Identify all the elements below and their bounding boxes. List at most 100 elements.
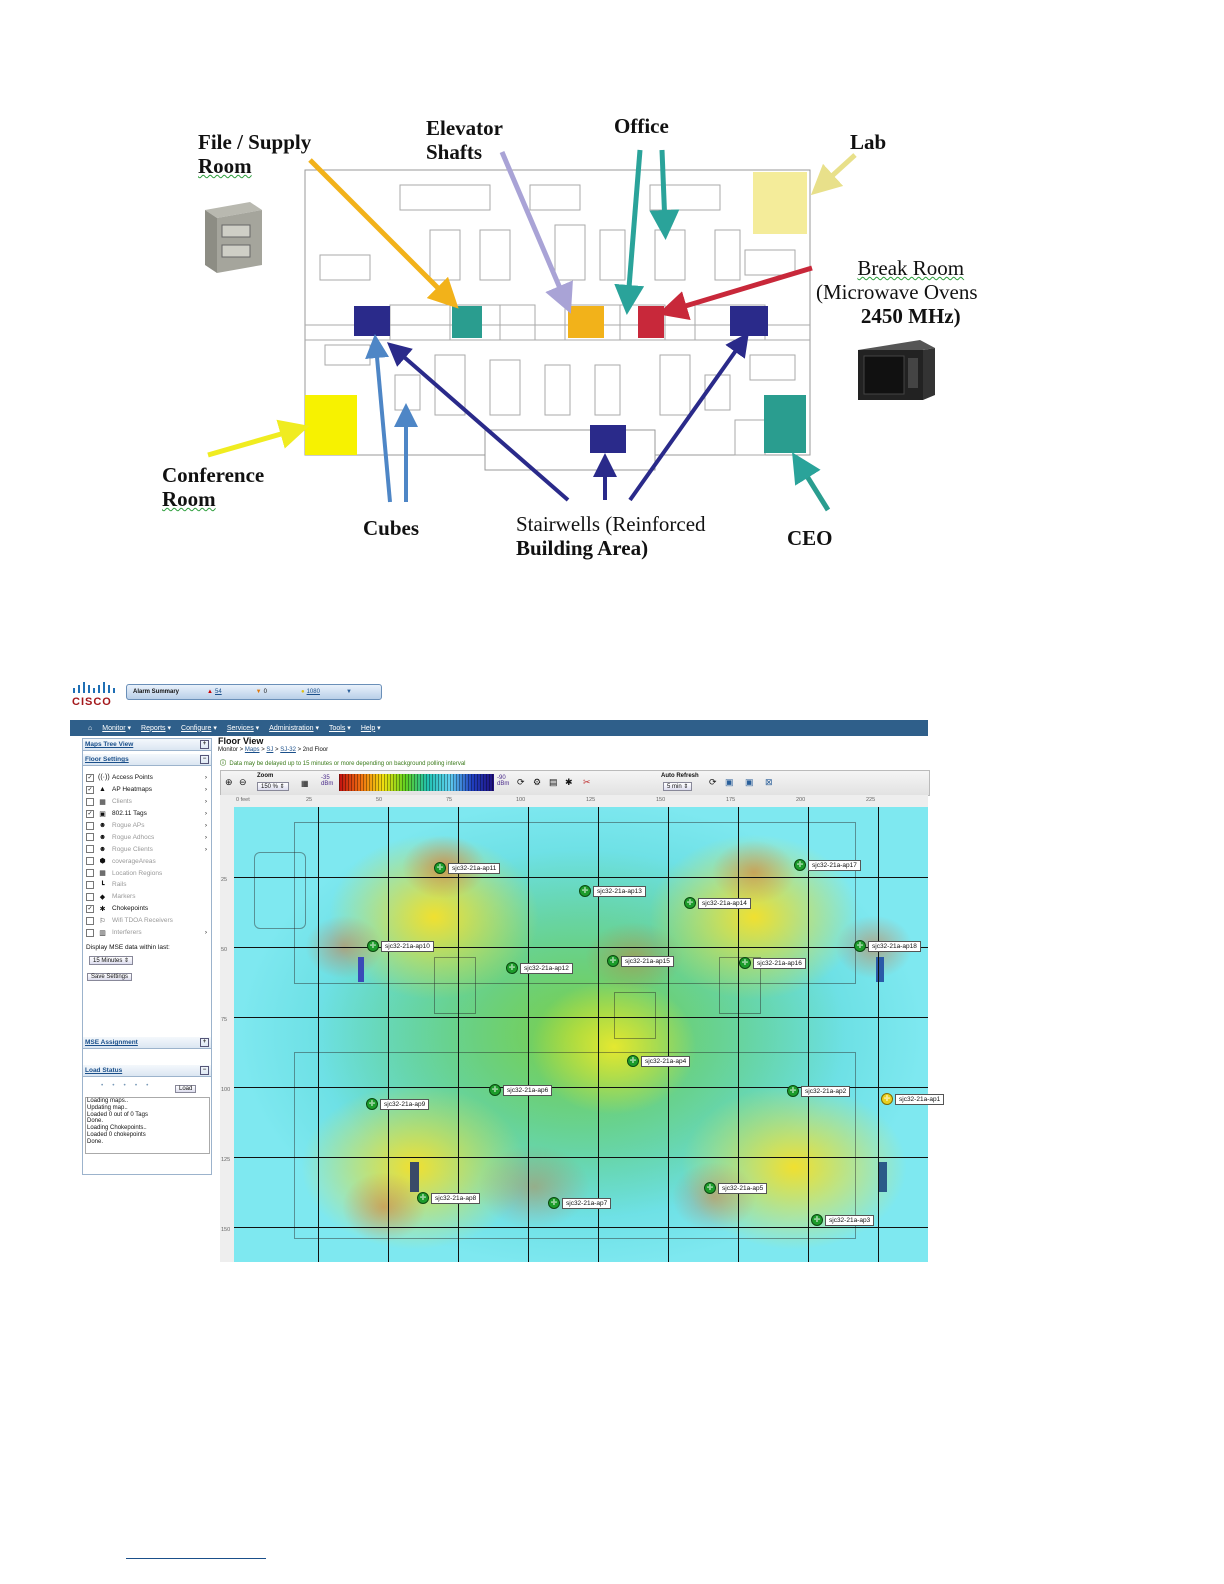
layout-icon[interactable]: ▣ [745, 777, 754, 787]
alarm-dropdown-icon[interactable]: ▼ [345, 689, 352, 695]
remove-icon[interactable]: ✂ [583, 777, 591, 787]
access-point-icon[interactable]: ✛ [787, 1085, 799, 1097]
access-point-icon[interactable]: ✛ [684, 897, 696, 909]
floor-setting-row[interactable]: ☻Rogue APs› [83, 820, 211, 832]
maps-tree-view-link[interactable]: Maps Tree View [85, 741, 134, 748]
crumb-maps[interactable]: Maps [244, 747, 260, 753]
plan-tool-icon[interactable]: ✱ [565, 777, 573, 787]
load-log[interactable]: Loading maps..Updating map..Loaded 0 out… [85, 1097, 210, 1154]
access-point-marker[interactable]: ✛sjc32-21a-ap10 [367, 940, 434, 952]
floor-setting-row[interactable]: ☻Rogue Clients› [83, 843, 211, 855]
access-point-marker[interactable]: ✛sjc32-21a-ap6 [489, 1084, 553, 1096]
floor-setting-checkbox[interactable] [86, 797, 94, 806]
access-point-marker[interactable]: ✛sjc32-21a-ap17 [794, 859, 861, 871]
chevron-right-icon[interactable]: › [204, 929, 207, 937]
access-point-marker[interactable]: ✛sjc32-21a-ap1 [881, 1093, 945, 1105]
access-point-icon[interactable]: ✛ [811, 1214, 823, 1226]
home-icon[interactable]: ⌂ [88, 724, 93, 732]
access-point-icon[interactable]: ✛ [607, 955, 619, 967]
refresh-map-icon[interactable]: ⟳ [517, 777, 525, 787]
access-point-marker[interactable]: ✛sjc32-21a-ap18 [854, 940, 921, 952]
access-point-label[interactable]: sjc32-21a-ap14 [698, 897, 751, 909]
crumb-sj[interactable]: SJ [266, 747, 274, 753]
menu-reports[interactable]: Reports [141, 724, 166, 732]
load-button[interactable]: Load [175, 1085, 197, 1093]
maps-tree-view-header[interactable]: Maps Tree View+ [83, 739, 211, 751]
chevron-right-icon[interactable]: › [204, 810, 207, 818]
auto-refresh-select[interactable]: 5 min ⇕ [663, 782, 693, 791]
alarm-summary-bar[interactable]: Alarm Summary ▲ 54 ▼ 0 ● 1080 ▼ [126, 684, 382, 700]
refresh-icon[interactable]: ⟳ [709, 777, 717, 787]
menu-tools[interactable]: Tools [329, 724, 346, 732]
chevron-right-icon[interactable]: › [204, 845, 207, 853]
access-point-icon[interactable]: ✛ [506, 962, 518, 974]
access-point-label[interactable]: sjc32-21a-ap18 [868, 940, 921, 952]
floor-setting-row[interactable]: ┗Rails [83, 879, 211, 891]
access-point-icon[interactable]: ✛ [739, 957, 751, 969]
access-point-label[interactable]: sjc32-21a-ap1 [895, 1093, 945, 1105]
floor-setting-checkbox[interactable] [86, 869, 94, 878]
access-point-icon[interactable]: ✛ [548, 1197, 560, 1209]
menu-services[interactable]: Services [226, 724, 254, 732]
access-point-label[interactable]: sjc32-21a-ap6 [503, 1084, 553, 1096]
floor-setting-checkbox[interactable]: ✓ [86, 773, 94, 782]
access-point-icon[interactable]: ✛ [579, 885, 591, 897]
access-point-marker[interactable]: ✛sjc32-21a-ap15 [607, 955, 674, 967]
access-point-label[interactable]: sjc32-21a-ap8 [431, 1192, 481, 1204]
access-point-marker[interactable]: ✛sjc32-21a-ap8 [417, 1192, 481, 1204]
access-point-icon[interactable]: ✛ [854, 940, 866, 952]
floor-setting-checkbox[interactable] [86, 916, 94, 925]
floor-settings-header[interactable]: Floor Settings− [83, 754, 211, 766]
print-icon[interactable]: ▤ [549, 777, 558, 787]
floor-heatmap[interactable]: ✛sjc32-21a-ap11✛sjc32-21a-ap17✛sjc32-21a… [234, 807, 945, 1262]
zoom-in-icon[interactable]: ⊕ [225, 777, 233, 787]
floor-setting-row[interactable]: ▦Clients› [83, 796, 211, 808]
floor-setting-row[interactable]: ▥Interferers› [83, 927, 211, 939]
access-point-label[interactable]: sjc32-21a-ap2 [801, 1085, 851, 1097]
access-point-marker[interactable]: ✛sjc32-21a-ap2 [787, 1085, 851, 1097]
access-point-icon[interactable]: ✛ [489, 1084, 501, 1096]
export-icon[interactable]: ⊠ [765, 777, 773, 787]
access-point-label[interactable]: sjc32-21a-ap10 [381, 940, 434, 952]
crumb-sj32[interactable]: SJ-32 [280, 747, 296, 753]
floor-setting-checkbox[interactable]: ✓ [86, 809, 94, 818]
access-point-marker[interactable]: ✛sjc32-21a-ap14 [684, 897, 751, 909]
floor-setting-checkbox[interactable] [86, 928, 94, 937]
chevron-right-icon[interactable]: › [204, 786, 207, 794]
access-point-icon[interactable]: ✛ [627, 1055, 639, 1067]
access-point-marker[interactable]: ✛sjc32-21a-ap3 [811, 1214, 875, 1226]
access-point-icon[interactable]: ✛ [367, 940, 379, 952]
access-point-icon[interactable]: ✛ [434, 862, 446, 874]
mse-assignment-header[interactable]: MSE Assignment+ [83, 1037, 211, 1049]
load-status-link[interactable]: Load Status [85, 1067, 123, 1074]
access-point-marker[interactable]: ✛sjc32-21a-ap4 [627, 1055, 691, 1067]
mse-assignment-link[interactable]: MSE Assignment [85, 1039, 138, 1046]
access-point-icon[interactable]: ✛ [794, 859, 806, 871]
floor-setting-checkbox[interactable]: ✓ [86, 785, 94, 794]
access-point-icon[interactable]: ✛ [704, 1182, 716, 1194]
access-point-label[interactable]: sjc32-21a-ap4 [641, 1055, 691, 1067]
floor-setting-row[interactable]: ☻Rogue Adhocs› [83, 831, 211, 843]
access-point-label[interactable]: sjc32-21a-ap12 [520, 962, 573, 974]
floor-setting-checkbox[interactable] [86, 880, 94, 889]
floor-setting-row[interactable]: ✓✱Chokepoints [83, 903, 211, 915]
access-point-marker[interactable]: ✛sjc32-21a-ap5 [704, 1182, 768, 1194]
mse-duration-select[interactable]: 15 Minutes ⇕ [89, 956, 134, 966]
chevron-right-icon[interactable]: › [204, 822, 207, 829]
access-point-marker[interactable]: ✛sjc32-21a-ap13 [579, 885, 646, 897]
access-point-icon[interactable]: ✛ [366, 1098, 378, 1110]
menu-configure[interactable]: Configure [181, 724, 212, 732]
zoom-select[interactable]: 150 % ⇕ [257, 782, 289, 791]
floor-setting-checkbox[interactable] [86, 821, 94, 830]
grid-icon[interactable]: ▦ [301, 779, 309, 788]
full-screen-icon[interactable]: ▣ [725, 777, 734, 787]
access-point-label[interactable]: sjc32-21a-ap3 [825, 1214, 875, 1226]
floor-setting-checkbox[interactable] [86, 845, 94, 854]
collapse-icon[interactable]: − [200, 755, 209, 764]
floor-setting-row[interactable]: ✓▣802.11 Tags› [83, 808, 211, 820]
floor-setting-checkbox[interactable] [86, 833, 94, 842]
access-point-label[interactable]: sjc32-21a-ap7 [562, 1197, 612, 1209]
access-point-label[interactable]: sjc32-21a-ap13 [593, 885, 646, 897]
access-point-marker[interactable]: ✛sjc32-21a-ap9 [366, 1098, 430, 1110]
floor-setting-row[interactable]: ✓((·))Access Points› [83, 772, 211, 784]
